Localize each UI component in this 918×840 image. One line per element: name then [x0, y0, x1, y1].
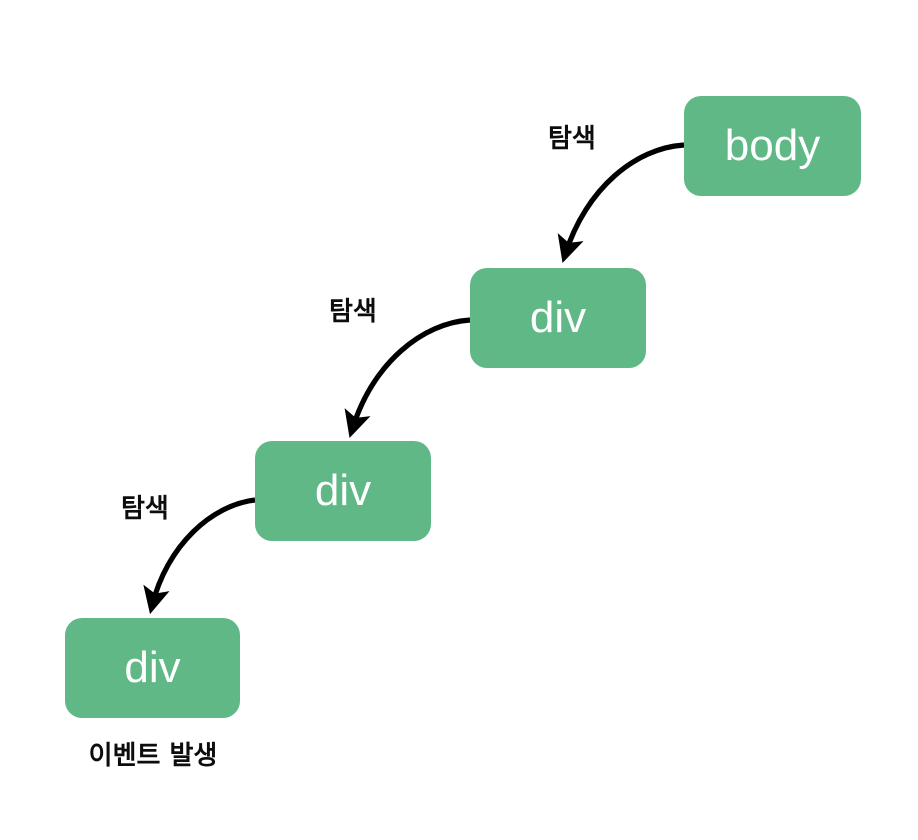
- edge-label-div1-to-div2: 탐색: [329, 297, 377, 327]
- node-div-2-label: div: [314, 466, 372, 515]
- edge-label-body-to-div1: 탐색: [548, 124, 596, 154]
- edge-arrow-div1-to-div2: [344, 317, 471, 438]
- node-div-1-label: div: [529, 293, 587, 342]
- node-body-label: body: [724, 121, 821, 170]
- node-body[interactable]: body: [684, 96, 861, 196]
- edge-arrow-body-to-div1: [557, 142, 685, 263]
- node-div-2[interactable]: div: [255, 441, 431, 541]
- caption-event-origin: 이벤트 발생: [88, 741, 218, 771]
- node-div-3[interactable]: div: [65, 618, 240, 718]
- node-div-3-label: div: [124, 643, 181, 692]
- edge-label-div2-to-div3: 탐색: [121, 494, 169, 524]
- node-div-1[interactable]: div: [470, 268, 646, 368]
